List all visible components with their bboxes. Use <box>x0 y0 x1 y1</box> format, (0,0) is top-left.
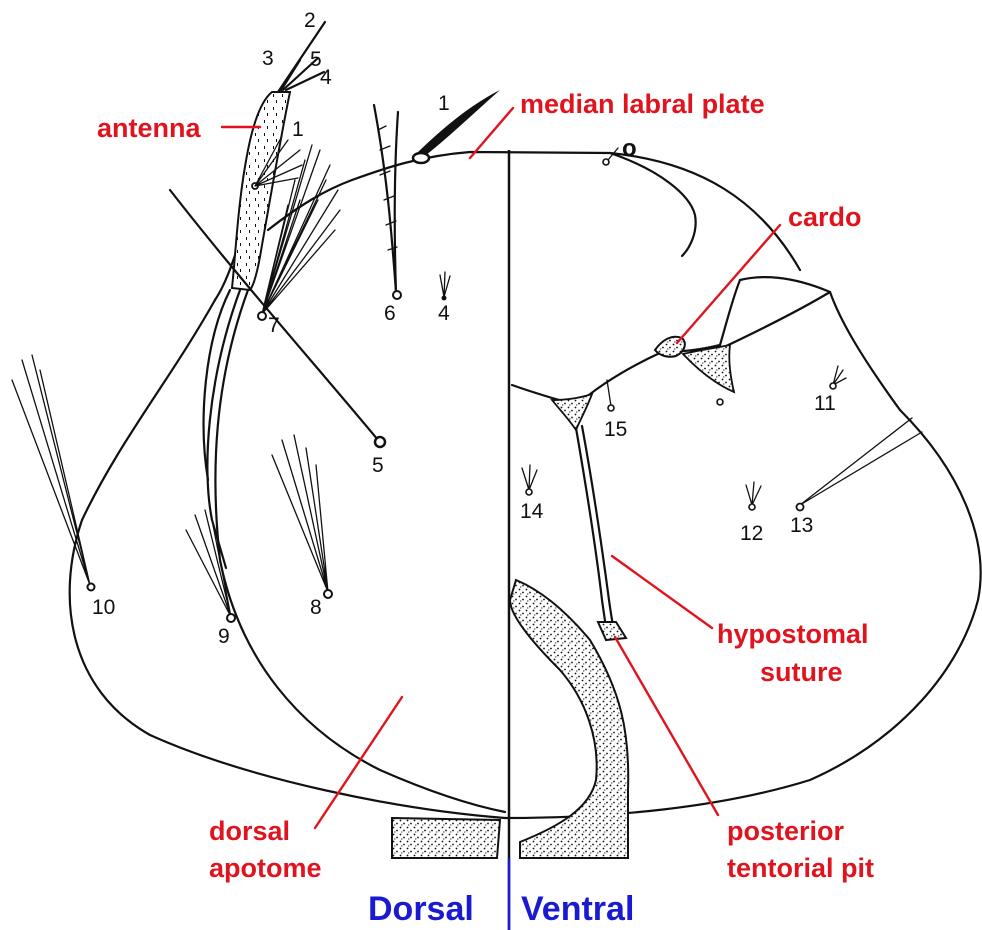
seta-10-dorsal <box>12 355 95 591</box>
label-posterior-tentorial-pit-line2: tentorial pit <box>727 853 874 883</box>
ventral-seta-o: o <box>622 135 637 162</box>
label-ventral-side: Ventral <box>521 890 634 928</box>
label-antenna: antenna <box>97 113 202 143</box>
seta-o-ventral <box>603 148 618 165</box>
dorsal-seta-6: 6 <box>384 302 396 325</box>
side-labels: Dorsal Ventral <box>368 890 634 928</box>
dorsal-seta-7: 7 <box>268 314 280 337</box>
dorsal-seta-8: 8 <box>310 596 322 619</box>
dorsal-seta-10: 10 <box>92 596 115 619</box>
seta-11-ventral <box>830 366 846 389</box>
antenna-seta-4: 4 <box>320 66 332 89</box>
antenna-seta-3: 3 <box>262 47 274 70</box>
seta-13-ventral <box>797 418 923 511</box>
label-posterior-tentorial-pit-line1: posterior <box>727 816 845 846</box>
label-hypostomal-suture-line2: suture <box>760 657 843 687</box>
seta-6-dorsal <box>374 105 401 299</box>
ventral-seta-15: 14 <box>520 500 544 523</box>
antenna-seta-1: 1 <box>292 118 304 141</box>
seta-15-ventral <box>522 465 537 495</box>
ventral-seta-11: 11 <box>814 392 836 415</box>
label-cardo: cardo <box>788 202 862 232</box>
label-dorsal-side: Dorsal <box>368 890 474 928</box>
label-hypostomal-suture-line1: hypostomal <box>717 619 869 649</box>
label-dorsal-apotome-line2: apotome <box>209 853 322 883</box>
seta-14-ventral <box>607 380 614 411</box>
label-median-labral-plate: median labral plate <box>520 89 765 119</box>
dorsal-seta-9: 9 <box>218 625 230 648</box>
dorsal-seta-1: 1 <box>438 92 450 115</box>
seta-12-ventral <box>746 482 761 510</box>
ventral-seta-13: 13 <box>790 514 813 537</box>
antenna-seta-2: 2 <box>304 9 316 32</box>
ventral-seta-12: 12 <box>740 522 763 545</box>
head-outline <box>70 152 981 818</box>
dorsal-neck-sclerite <box>392 818 500 858</box>
dorsal-seta-4: 4 <box>438 302 450 325</box>
ventral-structures <box>510 153 900 858</box>
seta-9-dorsal <box>186 510 235 622</box>
label-dorsal-apotome-line1: dorsal <box>209 816 290 846</box>
seta-8-dorsal <box>272 435 332 598</box>
dorsal-seta-5: 5 <box>372 454 384 477</box>
leader-lines <box>222 108 780 828</box>
ventral-seta-14: 15 <box>604 418 627 441</box>
structure-labels: antenna median labral plate cardo hypost… <box>97 89 874 883</box>
seta-4-dorsal <box>440 272 450 301</box>
